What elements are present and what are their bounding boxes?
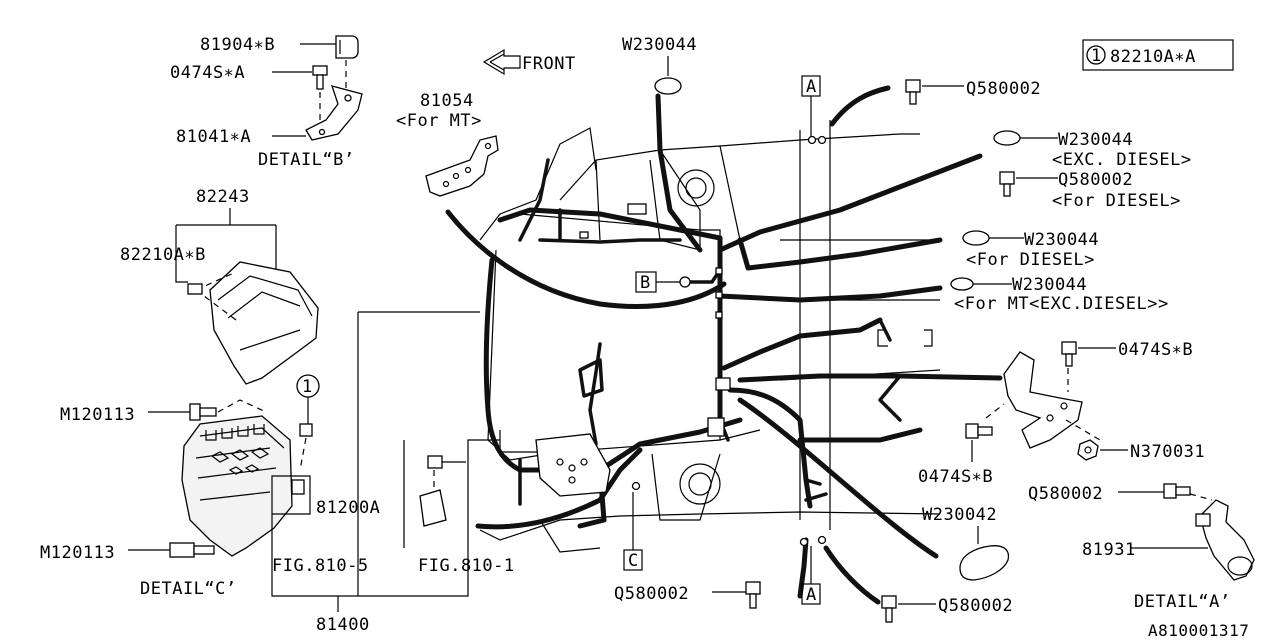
detail-b-group: 81904∗B 0474S∗A 81041∗A DETAIL“B’ xyxy=(170,35,363,170)
bracket-marks xyxy=(877,329,933,347)
label-0474sb-top: 0474S∗B xyxy=(1118,340,1193,360)
nut-n370031-icon xyxy=(1077,439,1099,461)
clip-81904b-icon xyxy=(335,35,359,59)
bracket-81041a-icon xyxy=(305,85,363,141)
cover-82243-group: 82243 82210A∗B xyxy=(120,187,319,385)
label-81931: 81931 xyxy=(1082,540,1136,560)
screw-m120113-top-icon xyxy=(189,403,217,421)
label-w230044-r1: W230044 xyxy=(1058,130,1133,150)
fuse-box-cover-icon xyxy=(209,261,319,385)
label-q580002-br: Q580002 xyxy=(938,596,1013,616)
label-81400: 81400 xyxy=(316,615,370,635)
label-w230044-r4-note: <For MT<EXC.DIESEL>> xyxy=(954,294,1169,314)
label-0474sa: 0474S∗A xyxy=(170,63,245,83)
label-82210ab: 82210A∗B xyxy=(120,245,206,265)
leader-lines-bottom: 81200A FIG.810-5 FIG.810-1 81400 xyxy=(271,311,515,635)
label-w230044-r3: W230044 xyxy=(1024,230,1099,250)
body-frame xyxy=(479,120,941,553)
callouts: A B C A xyxy=(623,75,821,605)
callout-b: B xyxy=(640,273,651,293)
label-w230044-r4: W230044 xyxy=(1012,275,1087,295)
bolt-0474sb-top-icon xyxy=(1061,341,1077,367)
plug-w230042-group: W230042 xyxy=(922,505,1010,581)
label-fig-810-5: FIG.810-5 xyxy=(272,556,369,576)
legend-circle-icon xyxy=(1086,45,1106,65)
label-82243: 82243 xyxy=(196,187,250,207)
label-detail-b: DETAIL“B’ xyxy=(258,150,355,170)
fuse-82210ab-icon xyxy=(187,283,203,295)
label-q580002-r2-note: <For DIESEL> xyxy=(1052,191,1181,211)
label-0474sb-mid: 0474S∗B xyxy=(918,467,993,487)
plug-w230042-icon xyxy=(959,545,1010,581)
grommet-r1-icon xyxy=(993,130,1021,146)
label-81904b: 81904∗B xyxy=(200,35,275,55)
label-81200a: 81200A xyxy=(316,498,380,518)
grommet-w230044-top-group: W230044 xyxy=(622,35,697,95)
bolt-0474sb-mid-icon xyxy=(965,423,993,439)
label-w230044-r1-note: <EXC. DIESEL> xyxy=(1052,150,1192,170)
callout-circle-1: 1 xyxy=(302,377,313,397)
legend-part: 82210A∗A xyxy=(1110,47,1196,67)
label-q580002-bl: Q580002 xyxy=(614,584,689,604)
bolt-q580002-bl-icon xyxy=(745,581,761,609)
label-81054: 81054 xyxy=(420,91,474,111)
callout-a-top: A xyxy=(806,77,817,97)
right-labels-group: Q580002 W230044 <EXC. DIESEL> Q580002 <F… xyxy=(905,79,1192,314)
screw-m120113-bottom-icon xyxy=(169,542,215,558)
legend-group: 1 82210A∗A xyxy=(1082,39,1234,71)
detail-c-group: M120113 M120113 1 DETAIL“C’ xyxy=(40,374,320,599)
bracket-right-icon xyxy=(1003,351,1083,449)
label-detail-c: DETAIL“C’ xyxy=(140,579,237,599)
relay-icon xyxy=(291,479,305,495)
label-q580002-top: Q580002 xyxy=(966,79,1041,99)
label-detail-a: DETAIL“A’ xyxy=(1134,592,1231,612)
grommet-r3-icon xyxy=(962,230,990,246)
label-w230044-r3-note: <For DIESEL> xyxy=(966,250,1095,270)
connector-fig-810-1-icon xyxy=(419,455,466,527)
label-81041a: 81041∗A xyxy=(176,127,251,147)
grommet-top-icon xyxy=(654,77,682,95)
bolt-q580002-br-icon xyxy=(881,595,897,623)
label-w230042: W230042 xyxy=(922,505,997,525)
legend-box xyxy=(1082,39,1234,71)
callout-c: C xyxy=(628,551,639,571)
right-bracket-group: 0474S∗B 0474S∗B N370031 xyxy=(918,340,1205,487)
callout-a-bottom: A xyxy=(806,585,817,605)
bolt-q580002-right-icon xyxy=(1163,483,1191,499)
fuse-1-icon xyxy=(299,423,313,437)
bottom-bolts-group: Q580002 Q580002 xyxy=(614,581,1013,623)
bolt-0474sa-icon xyxy=(312,65,328,90)
label-w230044-top: W230044 xyxy=(622,35,697,55)
grommet-r4-icon xyxy=(950,277,974,291)
label-fig-810-1: FIG.810-1 xyxy=(418,556,515,576)
label-q580002-right: Q580002 xyxy=(1028,484,1103,504)
label-81054-note: <For MT> xyxy=(396,111,482,131)
bolt-q580002-r2-icon xyxy=(999,171,1015,197)
front-arrow: FRONT xyxy=(482,48,576,76)
harness-clips xyxy=(535,135,827,547)
bracket-81054-group: 81054 <For MT> xyxy=(396,91,499,197)
bracket-81054-icon xyxy=(425,135,499,197)
label-q580002-r2: Q580002 xyxy=(1058,170,1133,190)
label-front: FRONT xyxy=(522,54,576,74)
label-m120113-bottom: M120113 xyxy=(40,543,115,563)
diagram-id: A810001317 xyxy=(1148,621,1249,640)
sensor-81931-icon xyxy=(1199,499,1255,581)
fuse-box-icon xyxy=(181,415,293,557)
detail-a-group: Q580002 81931 DETAIL“A’ xyxy=(1028,483,1255,612)
legend-number: 1 xyxy=(1091,46,1102,66)
wire-harness xyxy=(445,85,1003,605)
label-m120113-top: M120113 xyxy=(60,405,135,425)
label-n370031: N370031 xyxy=(1130,442,1205,462)
bolt-q580002-top-icon xyxy=(905,79,921,105)
